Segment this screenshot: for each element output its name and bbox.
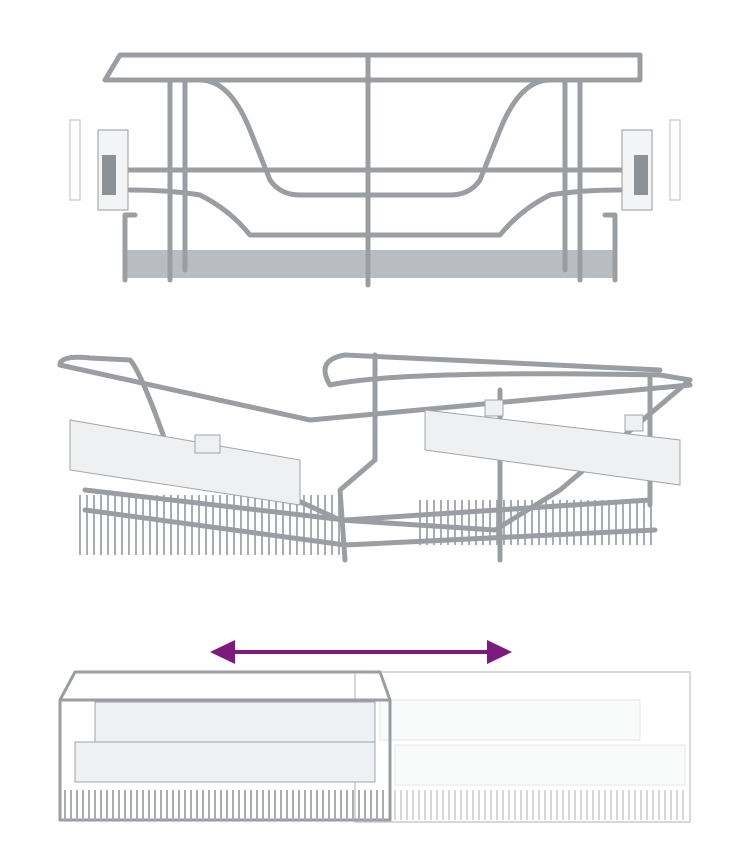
left-runner-bracket: [69, 119, 129, 211]
basket-perspective-view: [57, 352, 693, 563]
basket-extension-view: [58, 640, 691, 823]
left-runner: [69, 419, 301, 506]
right-runner: [424, 399, 681, 486]
right-runner-bracket: [621, 119, 681, 211]
basket-front-view: [69, 52, 681, 288]
wire-grid-floor: [79, 495, 652, 555]
closed-basket: [58, 670, 392, 822]
extended-basket-ghost: [354, 671, 691, 823]
extension-arrow: [210, 640, 512, 664]
